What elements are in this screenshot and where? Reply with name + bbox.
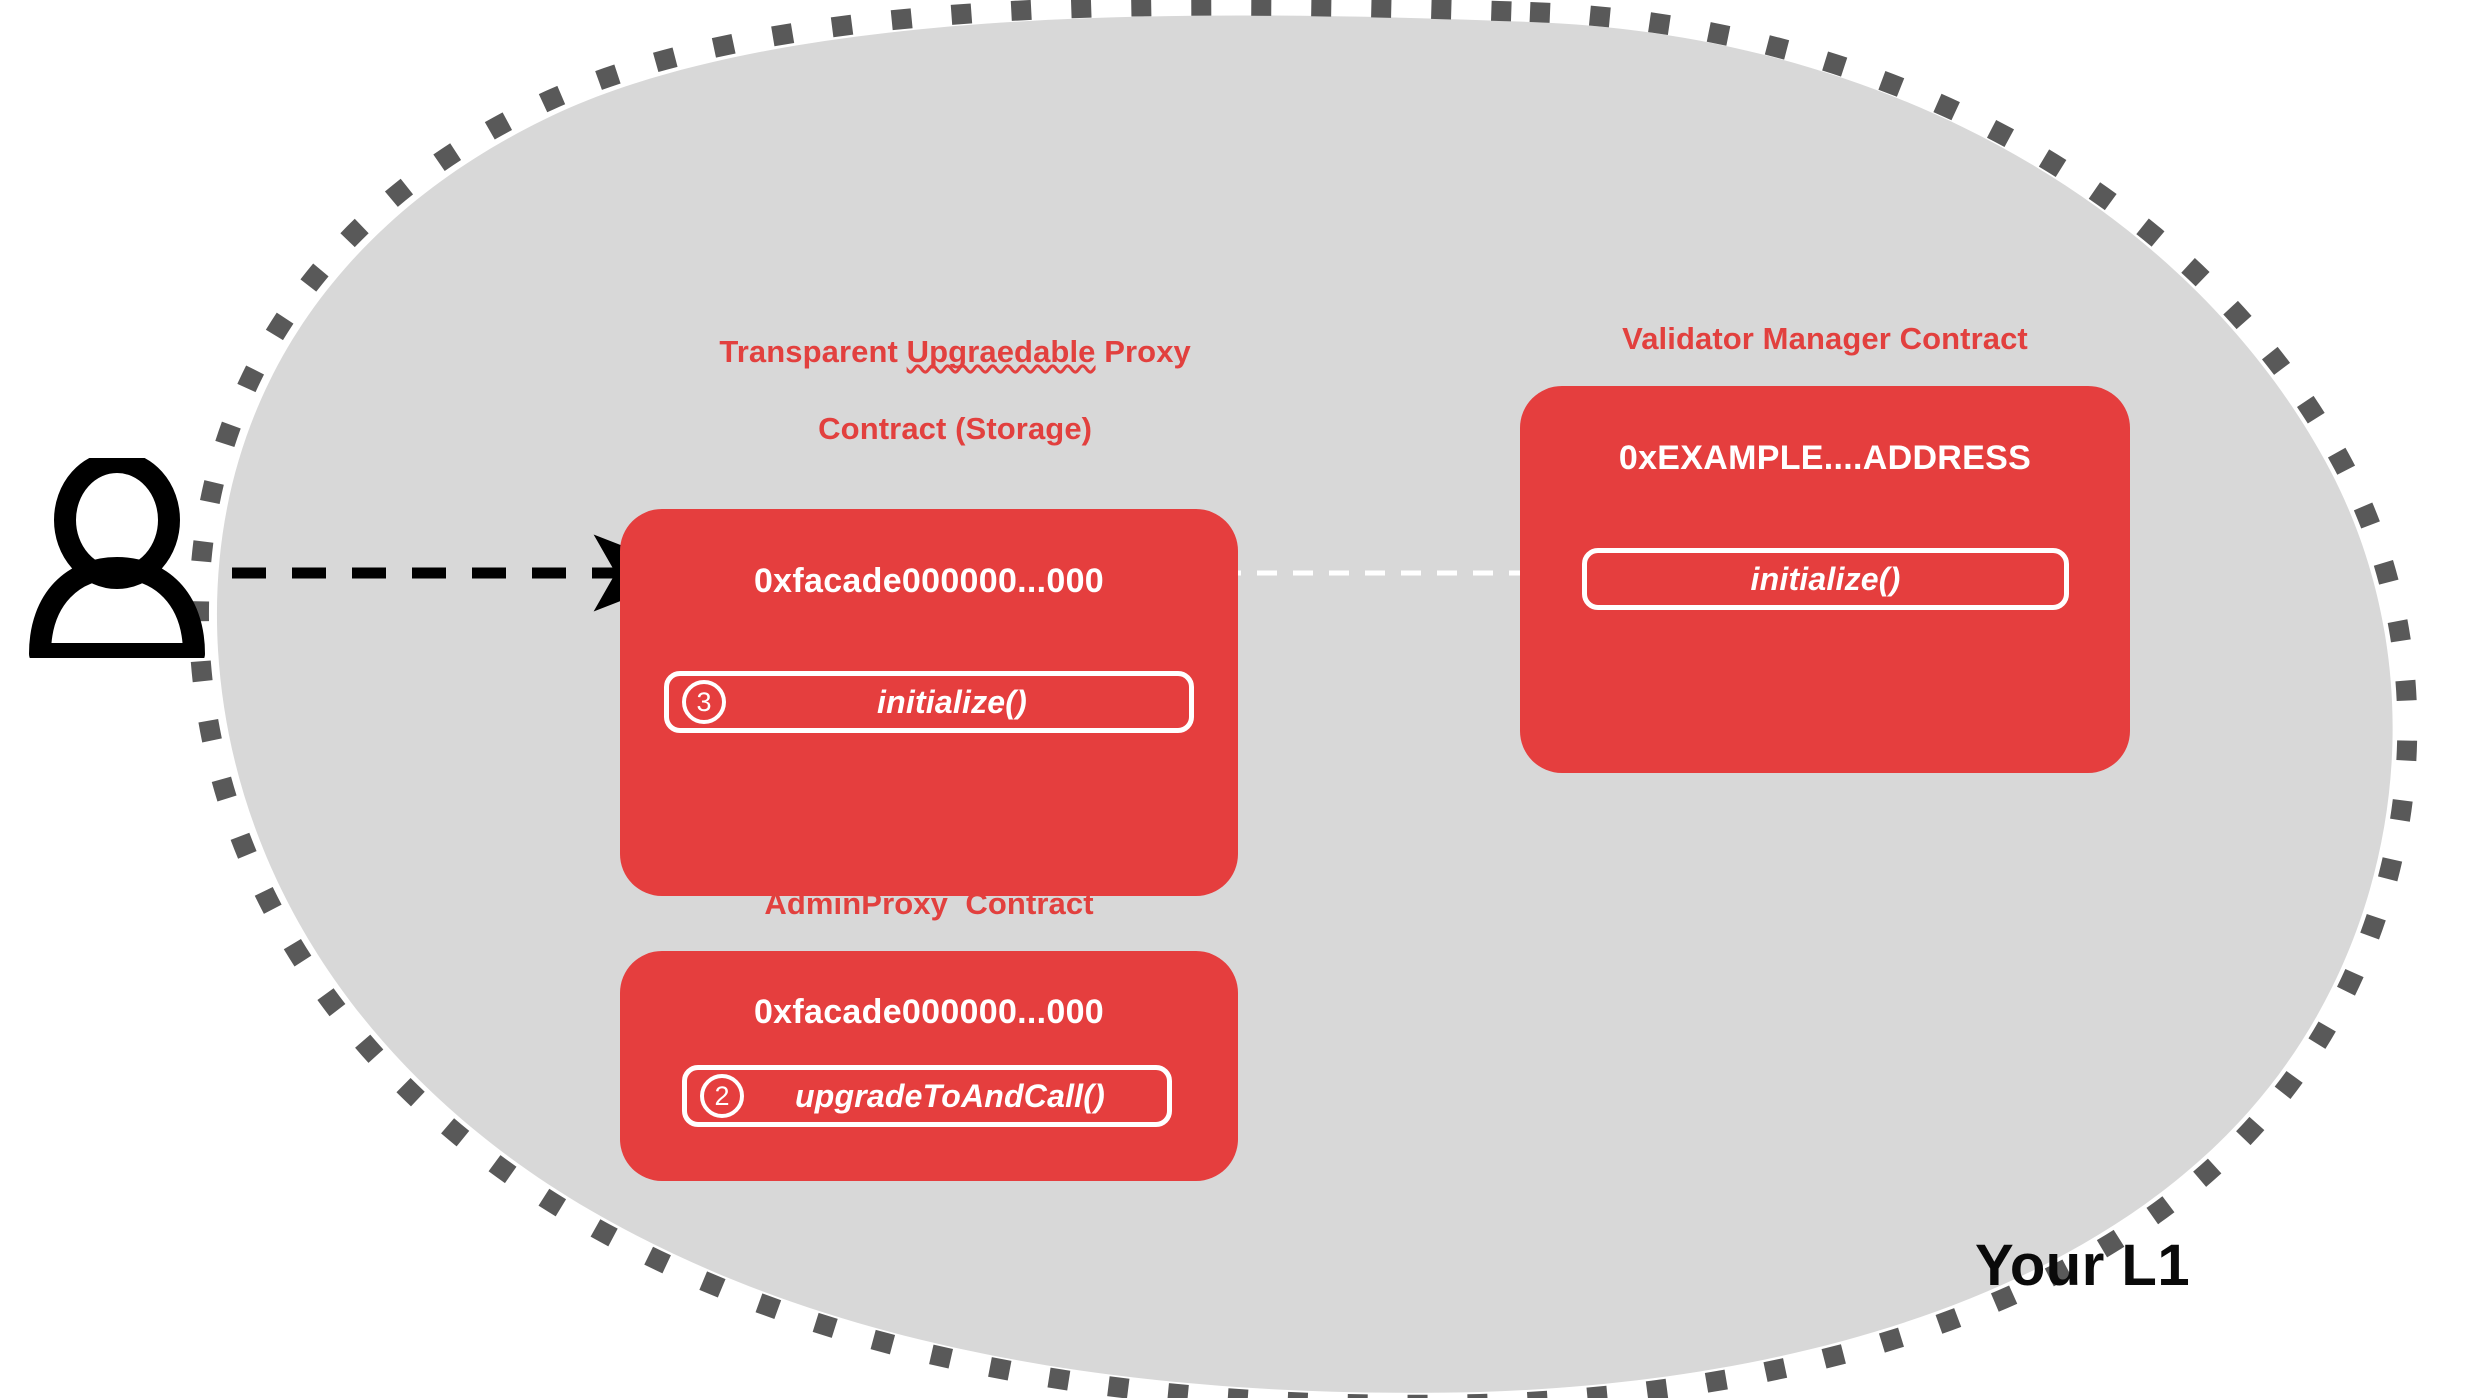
contract-address-validator-manager: 0xEXAMPLE....ADDRESS xyxy=(1618,439,2032,478)
contract-title-transparent-proxy: Transparent Upgraedable Proxy Contract (… xyxy=(620,295,1238,487)
contract-transparent-proxy: Transparent Upgraedable Proxy Contract (… xyxy=(620,295,1238,897)
title-line1-part1: Transparent xyxy=(719,334,907,370)
contract-address-transparent-proxy: 0xfacade000000...000 xyxy=(753,562,1105,601)
user-person-icon xyxy=(29,458,205,658)
blob-dashed-border xyxy=(189,0,2418,1398)
contract-validator-manager: Validator Manager Contract 0xEXAMPLE....… xyxy=(1520,320,2130,774)
method-pill-initialize-proxy[interactable]: 3 initialize() xyxy=(664,671,1194,734)
title-line2: Contract (Storage) xyxy=(818,411,1093,447)
step-badge-2: 2 xyxy=(700,1074,744,1119)
title-misspelled-word: Upgraedable xyxy=(906,334,1096,370)
contract-admin-proxy: AdminProxy Contract 0xfacade000000...000… xyxy=(620,885,1238,1182)
method-label-initialize-manager: initialize() xyxy=(1750,560,1901,597)
title-line1-part2: Proxy xyxy=(1095,334,1191,370)
contract-title-admin-proxy: AdminProxy Contract xyxy=(764,886,1094,921)
contract-address-admin-proxy: 0xfacade000000...000 xyxy=(753,993,1105,1032)
contract-card-transparent-proxy[interactable]: 0xfacade000000...000 3 initialize() xyxy=(620,509,1238,897)
step-badge-3: 3 xyxy=(682,680,726,725)
zone-label-your-l1: Your L1 xyxy=(1975,1233,2191,1298)
contract-card-admin-proxy[interactable]: 0xfacade000000...000 2 upgradeToAndCall(… xyxy=(620,951,1238,1182)
contract-title-validator-manager: Validator Manager Contract xyxy=(1622,321,2028,356)
method-label-upgrade-to-and-call: upgradeToAndCall() xyxy=(795,1077,1105,1114)
method-pill-initialize-manager[interactable]: initialize() xyxy=(1582,548,2069,611)
contract-card-validator-manager[interactable]: 0xEXAMPLE....ADDRESS initialize() xyxy=(1520,386,2130,774)
method-pill-upgrade-to-and-call[interactable]: 2 upgradeToAndCall() xyxy=(682,1065,1172,1128)
method-label-initialize: initialize() xyxy=(877,683,1027,720)
